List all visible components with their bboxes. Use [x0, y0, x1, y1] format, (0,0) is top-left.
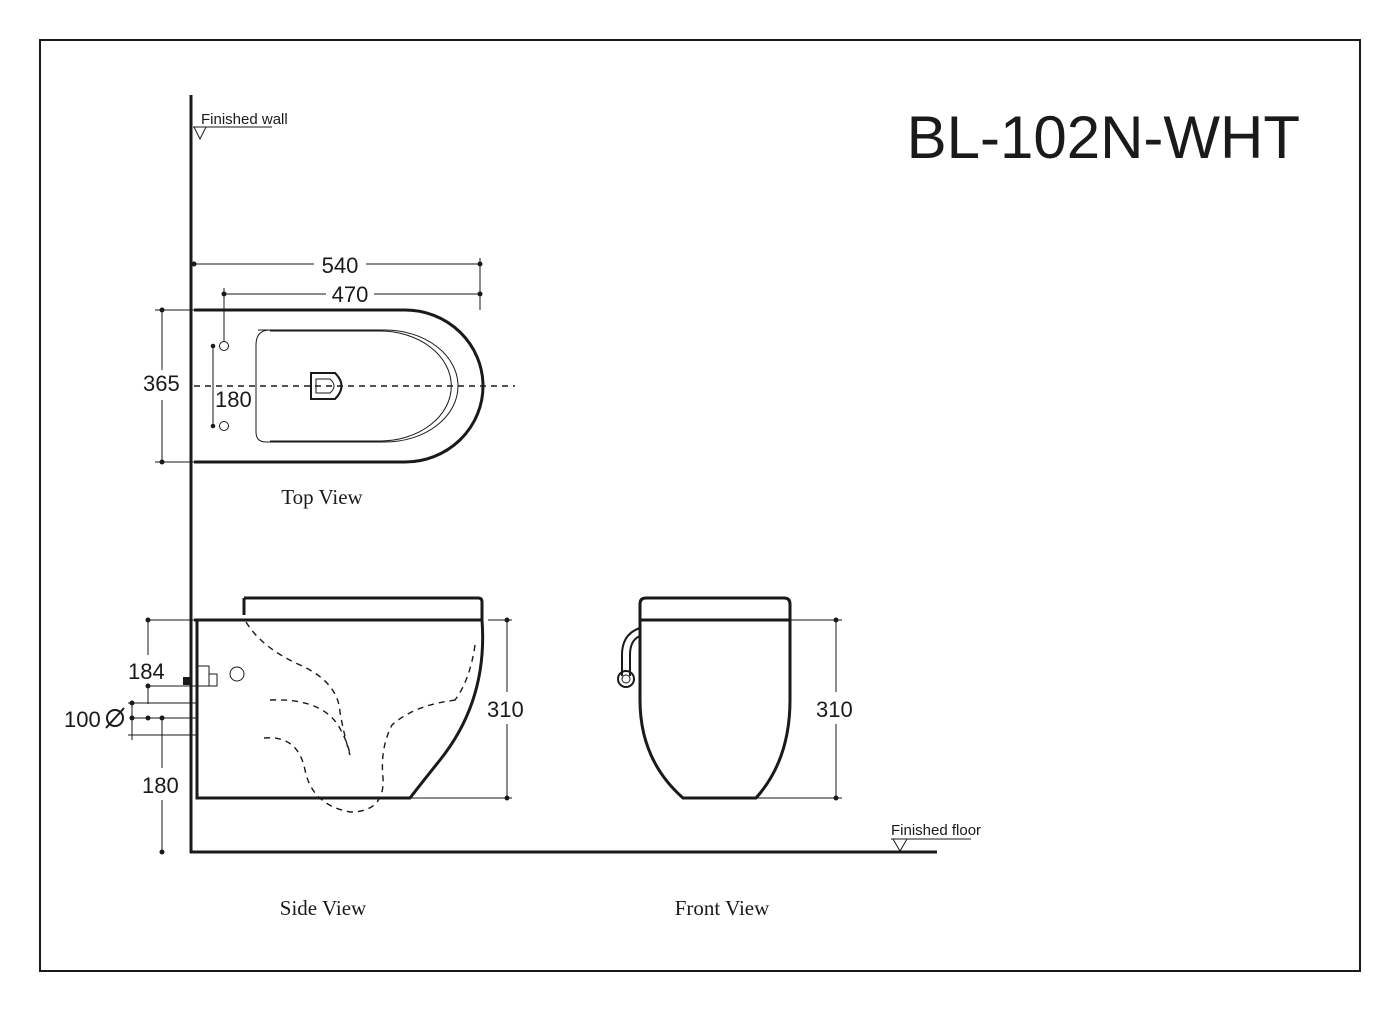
finished-floor-label: Finished floor — [891, 822, 981, 839]
front-view: 310 Front View — [617, 596, 853, 920]
dim-310-front: 310 — [756, 617, 853, 801]
front-body — [638, 618, 792, 800]
dim-310-side-label: 310 — [487, 697, 524, 722]
side-view: 184 100 180 — [64, 596, 524, 920]
front-lid — [638, 596, 792, 620]
top-view-label: Top View — [281, 485, 363, 509]
seat-lid — [242, 596, 484, 620]
dim-100: 100 — [64, 700, 197, 740]
diameter-icon — [105, 707, 125, 729]
dim-310-side: 310 — [410, 617, 524, 801]
dim-540: 540 — [191, 253, 483, 310]
side-body — [194, 618, 485, 800]
bolt-hole-top — [219, 341, 229, 351]
dim-184: 184 — [128, 617, 197, 704]
dim-540-label: 540 — [322, 253, 359, 278]
side-view-label: Side View — [280, 896, 367, 920]
dim-470: 470 — [221, 282, 483, 342]
bolt-hole-bottom — [219, 421, 229, 431]
dim-184-label: 184 — [128, 659, 165, 684]
dim-470-label: 470 — [332, 282, 369, 307]
level-marker-icon — [193, 126, 207, 141]
front-view-label: Front View — [675, 896, 770, 920]
dim-365: 365 — [143, 307, 194, 465]
outlet-symbol — [310, 372, 343, 400]
finished-wall: Finished wall — [189, 95, 288, 853]
finished-wall-label: Finished wall — [201, 111, 288, 128]
sheet-border — [39, 39, 1361, 972]
dim-180-top-label: 180 — [215, 387, 252, 412]
dim-180-side-label: 180 — [142, 773, 179, 798]
inlet-connector — [183, 665, 245, 687]
model-title: BL-102N-WHT — [907, 104, 1300, 171]
dim-365-label: 365 — [143, 371, 180, 396]
finished-floor: Finished floor — [190, 822, 981, 854]
seat-outline — [255, 329, 459, 443]
dim-100-label: 100 — [64, 707, 101, 732]
dim-180-top: 180 — [212, 346, 252, 426]
top-view: 540 470 365 180 Top View — [143, 253, 515, 509]
dim-310-front-label: 310 — [816, 697, 853, 722]
level-marker-icon — [892, 838, 908, 852]
dim-180-side: 180 — [142, 718, 179, 855]
supply-hose — [617, 627, 641, 688]
